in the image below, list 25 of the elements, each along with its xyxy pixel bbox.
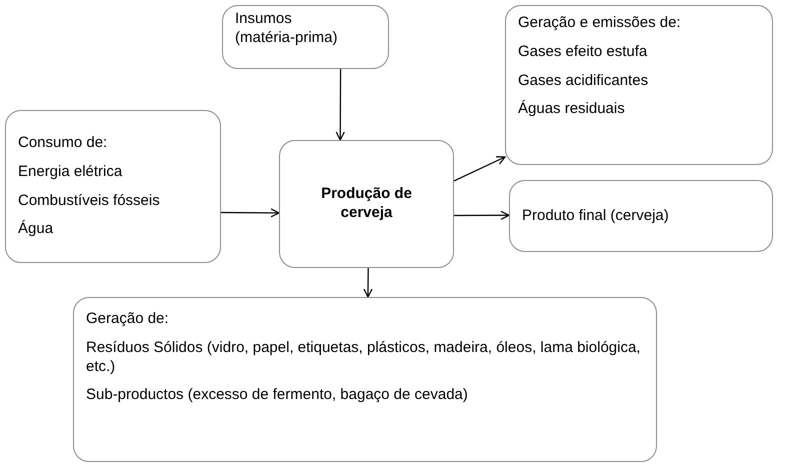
arrow	[454, 210, 510, 220]
arrow	[221, 208, 280, 218]
arrow	[363, 268, 373, 298]
box-heading: Consumo de:	[18, 134, 108, 153]
arrow	[454, 156, 506, 182]
box-text: Energia elétrica	[18, 162, 122, 182]
process-box	[73, 297, 657, 462]
box-text: Água	[18, 220, 54, 239]
arrow	[336, 69, 345, 141]
box-text: Insumos (matéria-prima)	[235, 10, 339, 48]
box-text: Gases efeito estufa	[518, 42, 648, 62]
process-box	[505, 5, 773, 165]
box-text: Gases acidificantes	[518, 72, 648, 90]
process-box	[509, 180, 773, 252]
process-box	[222, 5, 389, 69]
process-box	[5, 110, 221, 263]
box-text: Águas residuais	[518, 100, 625, 119]
box-text: Combustíveis fósseis	[18, 192, 160, 210]
box-text: Produto final (cerveja)	[522, 206, 669, 226]
box-text: Produção de cerveja	[320, 185, 413, 223]
box-text: Resíduos Sólidos (vidro, papel, etiquetas, plásticos, madeira, óleos, lama biológica, etc.)	[86, 338, 642, 376]
box-heading: Geração de:	[86, 310, 169, 329]
box-text: Sub-productos (excesso de fermento, bagaço de cevada)	[86, 386, 468, 405]
box-heading: Geração e emissões de:	[518, 14, 681, 33]
process-box	[279, 140, 454, 268]
